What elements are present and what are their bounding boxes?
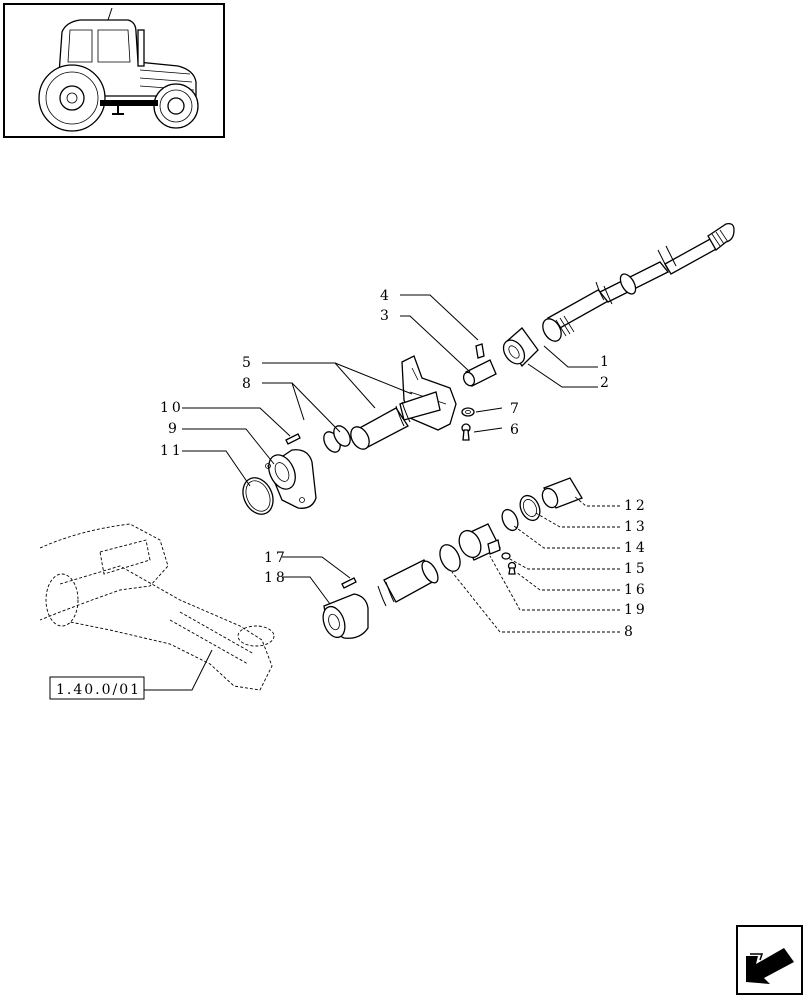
callout-13: 13: [624, 519, 648, 535]
collar-19[interactable]: [455, 523, 501, 561]
callout-1: 1: [600, 354, 612, 370]
nut-15[interactable]: [501, 552, 511, 560]
nut-part[interactable]: [461, 407, 475, 417]
callout-14: 14: [624, 540, 648, 556]
reference-link[interactable]: 1.40.0/01: [49, 649, 213, 700]
callout-9: 9: [168, 421, 180, 437]
bushing-part[interactable]: [462, 343, 497, 387]
callout-12: 12: [624, 498, 648, 514]
callout-2: 2: [600, 375, 612, 391]
screw-part-10[interactable]: [285, 433, 301, 445]
axle-shaft[interactable]: [539, 222, 735, 345]
axle-housing-icon: [39, 523, 275, 691]
bearing-part[interactable]: [499, 327, 539, 368]
callout-10: 10: [160, 400, 184, 416]
leader-lines: [182, 294, 598, 605]
bushing-12[interactable]: [539, 477, 583, 510]
callout-15: 15: [624, 561, 648, 577]
callout-17: 17: [264, 550, 288, 566]
callout-18: 18: [264, 570, 288, 586]
reference-label: 1.40.0/01: [56, 682, 141, 698]
ring-14[interactable]: [499, 507, 521, 533]
callout-labels: 4 3 5 8 10 9 11 1 2 7 6 12 13 14 15 16 1…: [160, 288, 648, 640]
screw-17[interactable]: [341, 577, 357, 589]
callout-11: 11: [160, 443, 184, 459]
callout-4: 4: [380, 288, 392, 304]
support-housing[interactable]: [347, 355, 457, 452]
navigation-arrow-icon[interactable]: [736, 925, 803, 995]
callout-5: 5: [242, 355, 254, 371]
ring-13[interactable]: [516, 492, 543, 523]
dotted-leaders: [451, 495, 620, 633]
lower-tube[interactable]: [377, 559, 441, 607]
callout-8-lower: 8: [624, 624, 636, 640]
o-ring-pair[interactable]: [320, 423, 353, 455]
flange-part[interactable]: [264, 449, 317, 509]
tractor-thumbnail-icon[interactable]: [3, 3, 225, 138]
callout-19: 19: [624, 602, 648, 618]
callout-7: 7: [510, 401, 522, 417]
ring-8-lower[interactable]: [436, 542, 464, 575]
callout-16: 16: [624, 582, 648, 598]
callout-6: 6: [510, 422, 522, 438]
screw-part[interactable]: [461, 423, 471, 441]
screw-16[interactable]: [507, 561, 517, 575]
seal-ring[interactable]: [237, 473, 278, 519]
flange-18[interactable]: [319, 593, 369, 640]
callout-8: 8: [242, 376, 254, 392]
callout-3: 3: [380, 308, 392, 324]
